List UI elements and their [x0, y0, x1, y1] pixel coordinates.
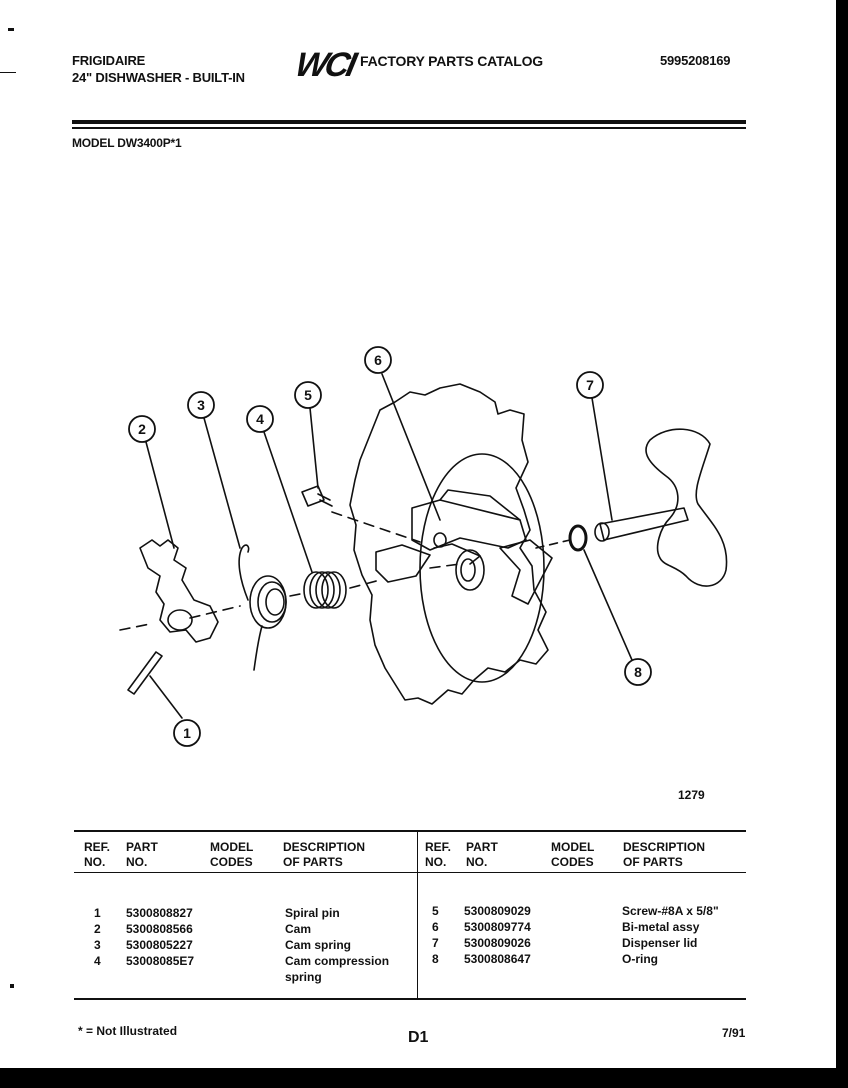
callout-label: 1 [183, 725, 191, 741]
row-ref: 5 [432, 904, 439, 918]
row-description: Bi-metal assy [622, 920, 700, 934]
revision-date: 7/91 [722, 1026, 746, 1040]
row-part-number: 53008085E7 [126, 954, 195, 968]
table-header-rule [74, 872, 746, 873]
callout-label: 3 [197, 397, 205, 413]
dispenser-lid [645, 428, 728, 587]
callout-circle [128, 415, 156, 443]
scan-speck [10, 984, 14, 988]
row-description: Dispenser lid [622, 936, 698, 950]
catalog-number: 5995208169 [660, 53, 731, 68]
table-bottom-rule [74, 998, 746, 1000]
callout-label: 4 [256, 411, 264, 427]
dispenser-housing [349, 383, 549, 705]
scan-speck [8, 28, 14, 31]
header-rule-thin [72, 127, 746, 129]
figure-number: 1279 [678, 788, 705, 800]
row-part-number: 5300809029 [464, 904, 531, 918]
col-ref-no: REF. NO. [425, 840, 452, 869]
callout-label: 2 [138, 421, 146, 437]
col-ref-no: REF. NO. [84, 840, 111, 869]
row-description: Cam compression spring [285, 954, 390, 984]
col-description: DESCRIPTION OF PARTS [283, 840, 366, 869]
not-illustrated-note: * = Not Illustrated [78, 1024, 178, 1038]
screw [301, 485, 325, 507]
row-ref: 1 [94, 906, 101, 920]
row-ref: 8 [432, 952, 439, 966]
spiral-pin [127, 651, 163, 695]
scan-border-right [836, 0, 848, 1088]
row-part-number: 5300809774 [464, 920, 531, 934]
callout-circle [576, 371, 604, 399]
housing-recess [419, 453, 545, 683]
header-rule [72, 120, 746, 124]
callout-circle [364, 346, 392, 374]
row-ref: 4 [94, 954, 101, 968]
page-number: D1 [408, 1029, 429, 1046]
callout-label: 6 [374, 352, 382, 368]
callout-circle [294, 381, 322, 409]
row-description: Spiral pin [285, 906, 340, 920]
col-description: DESCRIPTION OF PARTS [623, 840, 706, 869]
row-description: O-ring [622, 952, 658, 966]
catalog-title: FACTORY PARTS CATALOG [360, 53, 543, 69]
scan-border-bottom [0, 1068, 848, 1088]
callout-circle [624, 658, 652, 686]
cam-compression-spring [303, 571, 347, 609]
callout-circle [173, 719, 201, 747]
col-model-codes: MODEL CODES [210, 840, 254, 869]
exploded-parts-diagram: 2 3 4 5 6 7 8 1 1279 [119, 346, 728, 800]
scan-speck [0, 72, 16, 73]
table-divider [417, 832, 418, 1000]
row-ref: 7 [432, 936, 439, 950]
row-description: Cam [285, 922, 312, 936]
o-ring [568, 524, 588, 552]
row-description: Cam spring [285, 938, 352, 952]
row-ref: 2 [94, 922, 101, 936]
col-model-codes: MODEL CODES [551, 840, 595, 869]
model-number: MODEL DW3400P*1 [72, 136, 182, 150]
row-part-number: 5300808566 [126, 922, 193, 936]
callout-label: 8 [634, 664, 642, 680]
callout-circle [187, 391, 215, 419]
bi-metal-assy [411, 499, 527, 551]
row-ref: 6 [432, 920, 439, 934]
row-ref: 3 [94, 938, 101, 952]
row-part-number: 5300808827 [126, 906, 193, 920]
product-line: 24" DISHWASHER - BUILT-IN [72, 70, 245, 85]
col-part-no: PART NO. [466, 840, 498, 869]
cam-spring [238, 544, 287, 671]
callout-circle [246, 405, 274, 433]
table-top-rule [74, 830, 746, 832]
row-part-number: 5300808647 [464, 952, 531, 966]
cam [139, 539, 219, 643]
wci-logo: WCI [292, 46, 358, 84]
brand-name: FRIGIDAIRE [72, 53, 146, 68]
col-part-no: PART NO. [126, 840, 158, 869]
callout-label: 7 [586, 377, 594, 393]
row-part-number: 5300809026 [464, 936, 531, 950]
row-description: Screw-#8A x 5/8" [622, 904, 719, 918]
row-part-number: 5300805227 [126, 938, 193, 952]
callout-label: 5 [304, 387, 312, 403]
